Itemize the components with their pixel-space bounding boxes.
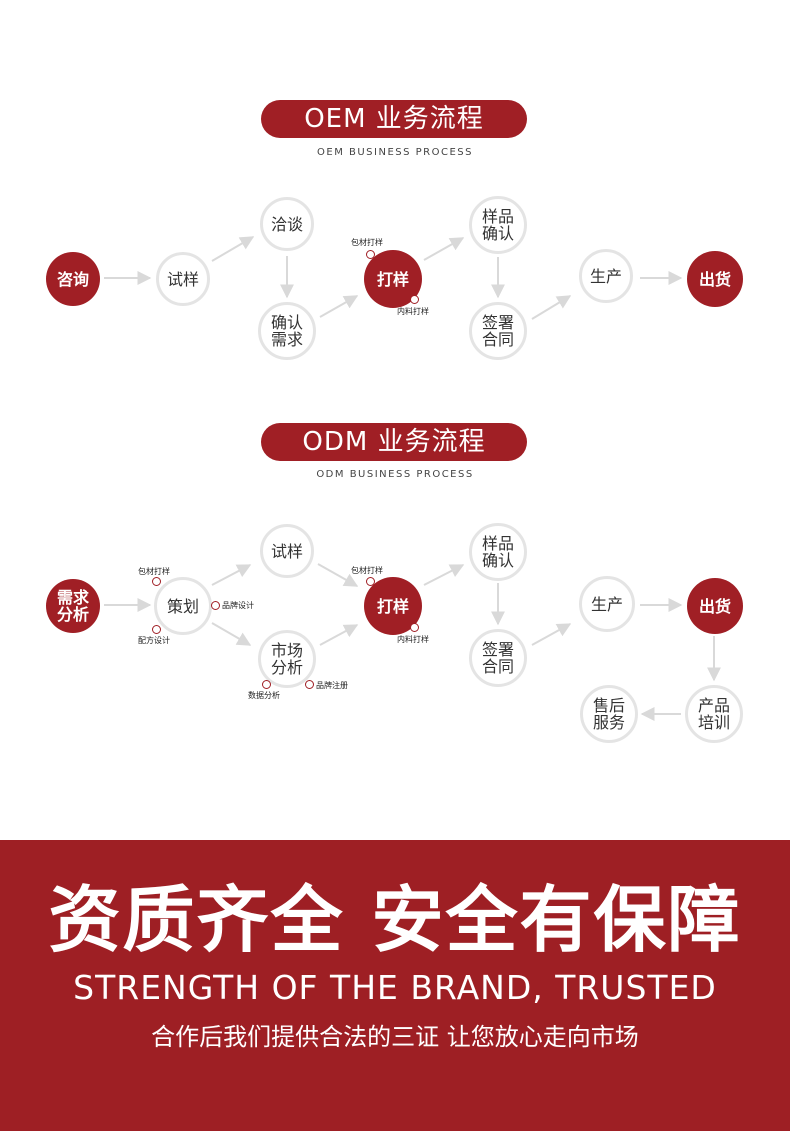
- banner-english: STRENGTH OF THE BRAND, TRUSTED: [73, 968, 717, 1007]
- odm-subtitle: ODM BUSINESS PROCESS: [316, 469, 474, 480]
- oem-annotation-dot: [366, 250, 375, 259]
- oem-node-confirm-needs: 确认 需求: [258, 302, 316, 360]
- banner-subtitle: 合作后我们提供合法的三证 让您放心走向市场: [151, 1023, 639, 1051]
- oem-subtitle: OEM BUSINESS PROCESS: [317, 147, 473, 158]
- odm-node-sign-contract: 签署 合同: [469, 629, 527, 687]
- odm-title: ODM 业务流程: [261, 423, 527, 461]
- odm-annotation-dot: [152, 577, 161, 586]
- bottom-banner: [0, 840, 790, 1131]
- banner-title: 资质齐全 安全有保障: [48, 878, 742, 962]
- odm-annotation-formula-design: 配方设计: [138, 636, 170, 645]
- oem-node-ship: 出货: [687, 251, 743, 307]
- odm-annotation-dot: [262, 680, 271, 689]
- odm-annotation-dot: [305, 680, 314, 689]
- odm-annotation-dot: [366, 577, 375, 586]
- odm-node-needs-analysis: 需求 分析: [46, 579, 100, 633]
- oem-title: OEM 业务流程: [261, 100, 527, 138]
- odm-annotation-brand-registration: 品牌注册: [316, 681, 348, 690]
- odm-annotation-packaging-proof-2: 包材打样: [351, 566, 383, 575]
- odm-annotation-brand-design: 品牌设计: [222, 601, 254, 610]
- odm-node-sample-confirm: 样品 确认: [469, 523, 527, 581]
- odm-annotation-packaging-proof: 包材打样: [138, 567, 170, 576]
- oem-node-consult: 咨询: [46, 252, 100, 306]
- oem-annotation-content-proof: 内料打样: [397, 307, 429, 316]
- odm-node-production: 生产: [579, 576, 635, 632]
- odm-annotation-content-proof: 内料打样: [397, 635, 429, 644]
- odm-annotation-data-analysis: 数据分析: [248, 691, 280, 700]
- odm-node-after-sales: 售后 服务: [580, 685, 638, 743]
- odm-annotation-dot: [211, 601, 220, 610]
- oem-node-trial: 试样: [156, 252, 210, 306]
- oem-node-sample-confirm: 样品 确认: [469, 196, 527, 254]
- odm-node-market-analysis: 市场 分析: [258, 630, 316, 688]
- odm-node-trial: 试样: [260, 524, 314, 578]
- oem-node-negotiate: 洽谈: [260, 197, 314, 251]
- oem-annotation-dot: [410, 295, 419, 304]
- odm-node-planning: 策划: [154, 577, 212, 635]
- odm-annotation-dot: [410, 623, 419, 632]
- flow-arrows: [104, 236, 721, 721]
- oem-annotation-packaging-proof: 包材打样: [351, 238, 383, 247]
- oem-node-sign-contract: 签署 合同: [469, 302, 527, 360]
- odm-node-product-training: 产品 培训: [685, 685, 743, 743]
- odm-annotation-dot: [152, 625, 161, 634]
- odm-node-ship: 出货: [687, 578, 743, 634]
- oem-node-production: 生产: [579, 249, 633, 303]
